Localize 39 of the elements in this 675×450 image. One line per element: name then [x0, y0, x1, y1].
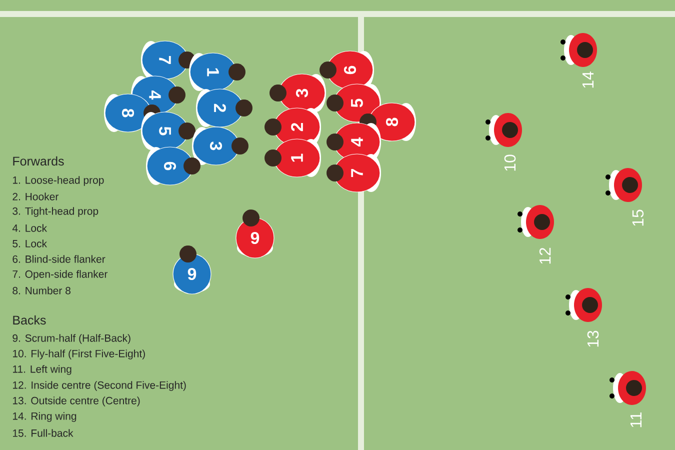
position-label: 9. Scrum-half (Half-Back)	[12, 334, 130, 344]
position-label: 6. Blind-side flanker	[12, 255, 106, 263]
section-heading: Forwards	[13, 156, 64, 166]
position-label: 2. Hooker	[12, 192, 58, 200]
section-heading: Backs	[13, 315, 46, 325]
player-figure: 1	[189, 52, 246, 92]
player-number: 14	[582, 72, 594, 88]
position-label: 1. Loose-head prop	[13, 176, 104, 186]
player-figure: 3	[192, 126, 248, 166]
position-label: 8. Number 8	[12, 286, 70, 294]
player-figure	[518, 205, 554, 239]
player-figure	[566, 288, 602, 322]
player-figure	[610, 371, 646, 405]
position-label: 10. Fly-half (First Five-Eight)	[13, 350, 145, 360]
player-figure	[486, 113, 522, 147]
player-figure: 3	[270, 74, 326, 112]
position-label: 14. Ring wing	[13, 412, 76, 422]
player-number: 11	[630, 412, 642, 428]
player-figure: 9	[236, 210, 274, 258]
player-number: 13	[587, 330, 599, 347]
position-label: 5. Lock	[12, 240, 48, 248]
position-label: 7. Open-side flanker	[12, 270, 108, 280]
player-figure: 2	[196, 88, 252, 128]
position-label: 13. Outside centre (Centre)	[13, 396, 140, 406]
player-number: 12	[539, 248, 551, 264]
player-number: 15	[632, 210, 644, 226]
position-label: 12. Inside centre (Second Five-Eight)	[13, 381, 186, 391]
player-figure: 5	[141, 112, 196, 150]
player-number: 10	[504, 154, 516, 171]
player-figure: 6	[146, 146, 200, 186]
position-label: 4. Lock	[12, 224, 48, 232]
position-label: 3. Tight-head prop	[12, 207, 98, 217]
position-label: 15. Full-back	[13, 429, 74, 437]
player-figure: 7	[326, 154, 381, 192]
player-figure	[560, 33, 597, 67]
player-figure: 1	[264, 138, 321, 178]
player-figure	[606, 168, 642, 202]
player-figure: 9	[172, 246, 212, 294]
position-label: 11. Left wing	[13, 365, 72, 375]
